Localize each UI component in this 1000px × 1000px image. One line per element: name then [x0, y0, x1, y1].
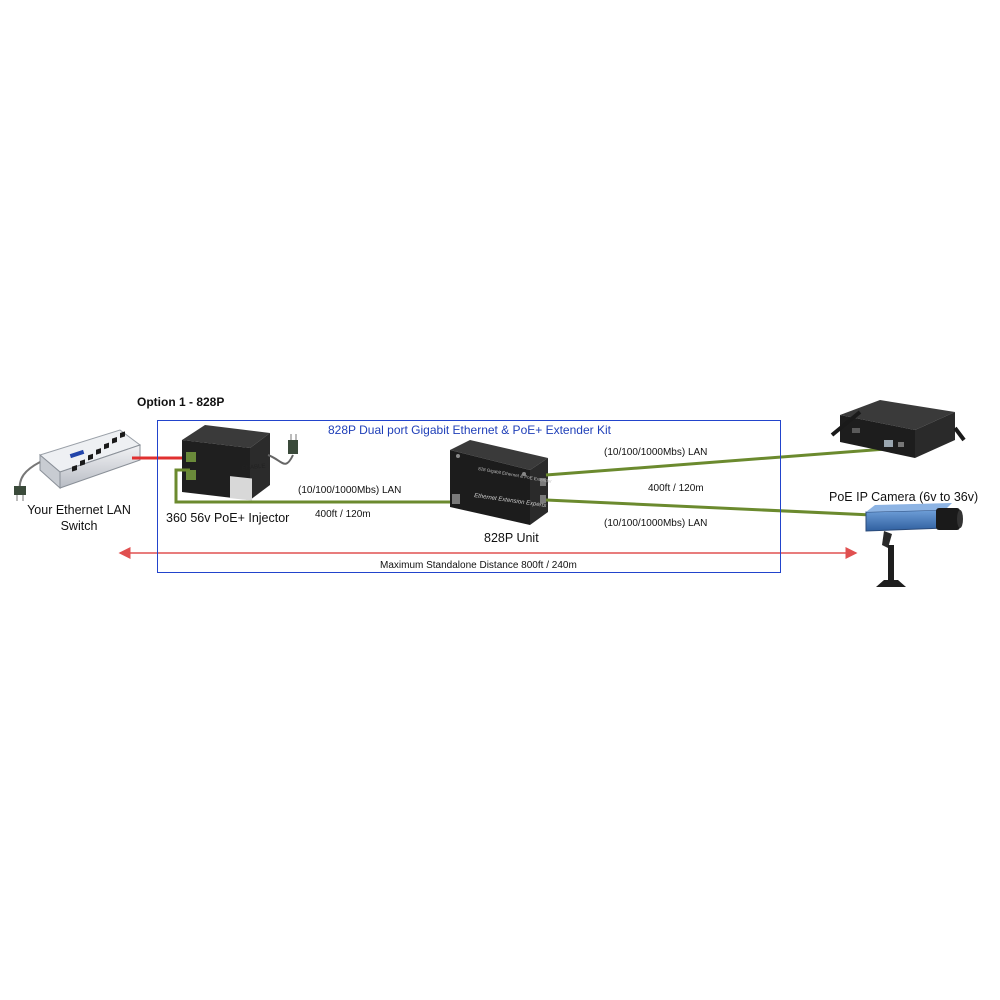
link-speed-unit-remote: (10/100/1000Mbs) LAN: [604, 447, 708, 458]
link-distance-injector-unit: 400ft / 120m: [315, 509, 371, 520]
switch-label: Your Ethernet LAN Switch: [18, 502, 140, 534]
injector-badge: ENABLE: [242, 464, 266, 472]
switch-label-line1: Your Ethernet LAN: [27, 503, 131, 517]
power-plug-icon: [14, 486, 26, 501]
ip-camera-icon: [865, 503, 963, 587]
unit-to-camera-cable: [545, 498, 873, 517]
injector-plug-icon: [288, 434, 298, 454]
injector-to-unit-cable: [174, 468, 452, 504]
remote-extender-icon: [830, 400, 966, 458]
unit-label: 828P Unit: [484, 531, 539, 545]
injector-power-cable: [267, 454, 294, 465]
poe-injector-icon: [182, 425, 270, 501]
extender-unit-icon: [450, 440, 548, 525]
kit-boundary-box: [157, 420, 781, 573]
unit-to-remote-cable: [545, 447, 887, 477]
max-distance-label: Maximum Standalone Distance 800ft / 240m: [380, 560, 577, 571]
link-speed-unit-camera: (10/100/1000Mbs) LAN: [604, 518, 708, 529]
link-distance-unit-remote: 400ft / 120m: [648, 483, 704, 494]
injector-label: 360 56v PoE+ Injector: [166, 511, 290, 525]
link-speed-injector-unit: (10/100/1000Mbs) LAN: [298, 485, 402, 496]
network-switch-icon: [38, 429, 142, 490]
switch-label-line2: Switch: [60, 519, 98, 533]
option-title: Option 1 - 828P: [137, 395, 225, 409]
kit-title: 828P Dual port Gigabit Ethernet & PoE+ E…: [328, 423, 611, 437]
camera-label: PoE IP Camera (6v to 36v): [829, 490, 979, 504]
